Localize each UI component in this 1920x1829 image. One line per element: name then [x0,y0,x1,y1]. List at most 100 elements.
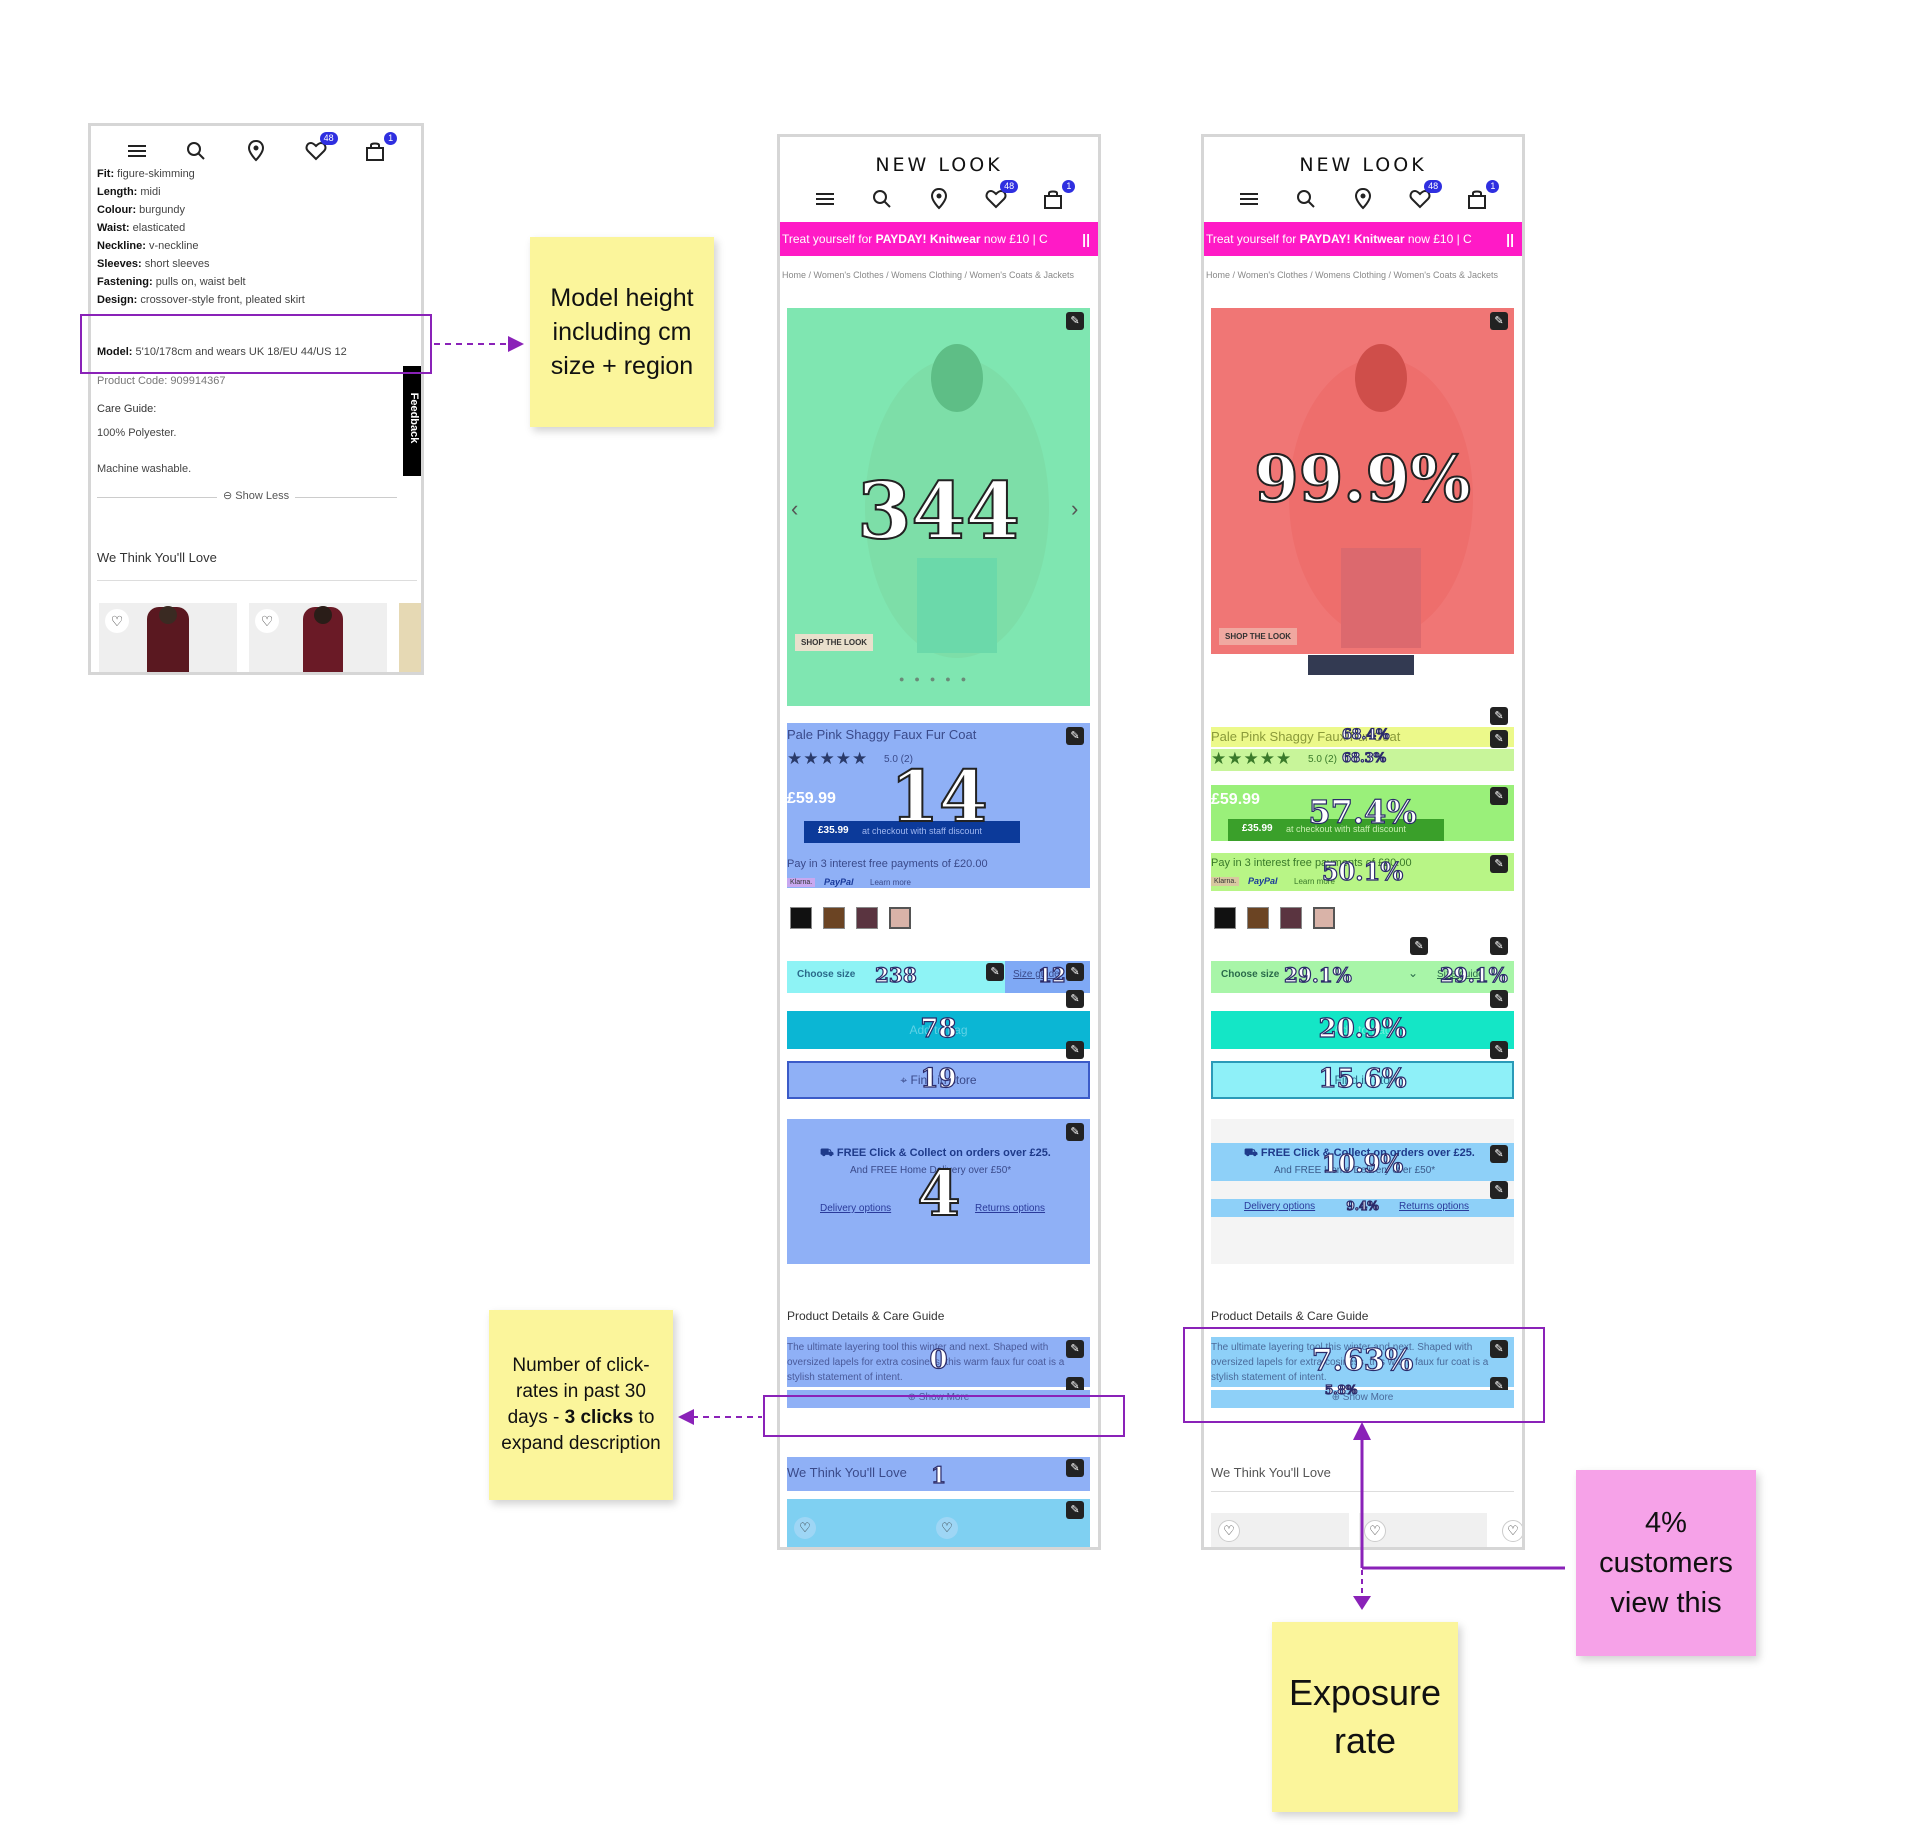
pause-icon[interactable]: || [1082,231,1090,247]
heart-icon[interactable]: ♡ [1218,1520,1240,1542]
edit-icon[interactable]: ✎ [986,963,1004,981]
promo-suffix: now £10 | C [980,232,1048,246]
exposure-rating: 68.3% [1341,750,1387,766]
heart-icon[interactable]: ♡ [794,1517,816,1539]
edit-icon[interactable]: ✎ [1490,855,1508,873]
edit-icon[interactable]: ✎ [1490,312,1508,330]
hero-image[interactable]: 344 SHOP THE LOOK ‹ › ●●●●● ✎ [787,308,1090,706]
edit-icon[interactable]: ✎ [1490,1181,1508,1199]
edit-icon[interactable]: ✎ [1066,312,1084,330]
color-swatch-black[interactable] [790,907,812,929]
model-key: Model: [97,346,133,358]
heart-icon[interactable]: ♡ [105,609,129,633]
edit-icon[interactable]: ✎ [1490,937,1508,955]
wishlist-heart-icon[interactable]: 48 [1407,180,1443,212]
show-more-button[interactable] [1211,1390,1514,1408]
location-pin-icon: ⌖ [900,1073,908,1087]
rating-stars[interactable]: ★★★★★ [1211,749,1293,768]
location-pin-icon[interactable] [1350,186,1376,212]
edit-icon[interactable]: ✎ [1066,990,1084,1008]
model-highlight-box [80,314,432,374]
choose-size-select[interactable] [1211,961,1429,993]
delivery-options-link[interactable]: Delivery options [1244,1201,1316,1212]
edit-icon[interactable]: ✎ [1490,1041,1508,1059]
recommendation-card-partial[interactable] [399,603,421,672]
returns-options-link[interactable]: Returns options [1399,1201,1470,1212]
exposure-size-guide: 29.1% [1439,962,1508,987]
color-swatch-pink[interactable] [1313,907,1335,929]
search-icon[interactable] [183,138,209,164]
carousel-next-icon[interactable]: › [1071,496,1079,521]
find-in-store-button[interactable] [1211,1061,1514,1099]
bag-icon[interactable]: 1 [1464,180,1500,212]
color-swatch-black[interactable] [1214,907,1236,929]
size-guide-link[interactable] [1429,961,1514,993]
edit-icon[interactable]: ✎ [1490,1145,1508,1163]
carousel-dots[interactable]: ●●●●● [899,674,977,684]
rating-stars[interactable]: ★★★★★ [787,749,869,768]
location-pin-icon[interactable] [926,186,952,212]
hero-image[interactable]: 99.9% SHOP THE LOOK ✎ [1211,308,1514,654]
edit-icon[interactable]: ✎ [1490,1340,1508,1358]
edit-icon[interactable]: ✎ [1066,1041,1084,1059]
choose-size-select[interactable] [787,961,1005,993]
edit-icon[interactable]: ✎ [1066,963,1084,981]
brand-logo[interactable]: NEW LOOK [1299,154,1427,176]
search-icon[interactable] [869,186,895,212]
heart-icon[interactable]: ♡ [1502,1520,1522,1542]
find-in-store-button[interactable] [787,1061,1090,1099]
edit-icon[interactable]: ✎ [1066,727,1084,745]
shop-the-look-tag[interactable]: SHOP THE LOOK [795,634,874,651]
wishlist-heart-icon[interactable]: 48 [303,132,338,164]
heart-icon[interactable]: ♡ [255,609,279,633]
promo-banner[interactable]: Treat yourself for PAYDAY! Knitwear now … [1204,222,1522,256]
color-swatch-brown[interactable] [1247,907,1269,929]
show-more-button[interactable] [787,1390,1090,1408]
recommendation-card[interactable]: ♡ [249,603,387,672]
click-rates-sticky: Number of click-rates in past 30 days - … [489,1310,673,1500]
add-to-bag-button[interactable] [1211,1011,1514,1049]
returns-options-link[interactable]: Returns options [975,1203,1046,1214]
location-pin-icon[interactable] [243,138,269,164]
learn-more-link[interactable]: Learn more [870,878,911,887]
color-swatch-brown[interactable] [823,907,845,929]
brand-logo[interactable]: NEW LOOK [875,154,1003,176]
edit-icon[interactable]: ✎ [1066,1123,1084,1141]
edit-icon[interactable]: ✎ [1490,707,1508,725]
search-icon[interactable] [1293,186,1319,212]
feedback-tab[interactable]: Feedback [403,366,421,476]
edit-icon[interactable]: ✎ [1490,730,1508,748]
edit-icon[interactable]: ✎ [1490,787,1508,805]
menu-icon[interactable] [1236,186,1262,212]
edit-icon[interactable]: ✎ [1490,990,1508,1008]
carousel-prev-icon[interactable]: ‹ [791,496,799,521]
delivery-options-link[interactable]: Delivery options [820,1203,892,1214]
pause-icon[interactable]: || [1506,231,1514,247]
bag-icon[interactable]: 1 [1040,180,1076,212]
color-swatch-plum[interactable] [1280,907,1302,929]
recommendation-card[interactable]: ♡ [99,603,237,672]
edit-icon[interactable]: ✎ [1410,937,1428,955]
edit-icon[interactable]: ✎ [1066,1501,1084,1519]
breadcrumb[interactable]: Home / Women's Clothes / Womens Clothing… [1206,270,1499,280]
menu-icon[interactable] [124,138,150,164]
bag-icon[interactable]: 1 [362,132,398,164]
breadcrumb[interactable]: Home / Women's Clothes / Womens Clothing… [782,270,1075,280]
heart-icon[interactable]: ♡ [1364,1520,1386,1542]
add-to-bag-button[interactable] [787,1011,1090,1049]
show-less-button[interactable]: ⊖ Show Less [217,489,296,502]
menu-icon[interactable] [812,186,838,212]
choose-size-label: Choose size [797,969,856,980]
shop-the-look-tag[interactable]: SHOP THE LOOK [1219,628,1298,645]
edit-icon[interactable]: ✎ [1066,1459,1084,1477]
wishlist-heart-icon[interactable]: 48 [983,180,1019,212]
promo-banner[interactable]: Treat yourself for PAYDAY! Knitwear now … [780,222,1098,256]
spec-row: Sleeves: short sleeves [97,258,210,270]
paypal-logo: PayPal [824,877,854,887]
color-swatch-plum[interactable] [856,907,878,929]
color-swatch-pink[interactable] [889,907,911,929]
heart-icon[interactable]: ♡ [936,1517,958,1539]
learn-more-link[interactable]: Learn more [1294,877,1335,886]
edit-icon[interactable]: ✎ [1066,1340,1084,1358]
